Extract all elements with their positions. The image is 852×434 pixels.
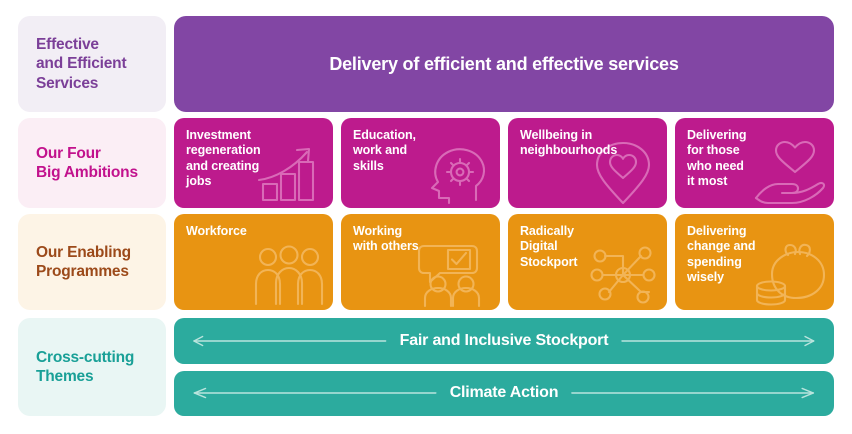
row-content-themes: Fair and Inclusive Stockport Climate Act… — [174, 318, 834, 416]
row-four-big-ambitions: Our Four Big Ambitions Investment regene… — [18, 118, 834, 208]
programme-card-title: Delivering change and spending wisely — [687, 224, 756, 284]
ambition-card-title: Investment regeneration and creating job… — [186, 128, 261, 188]
delivery-banner[interactable]: Delivery of efficient and effective serv… — [174, 16, 834, 112]
arrow-right-icon — [621, 335, 816, 347]
three-people-icon — [249, 242, 329, 308]
delivery-banner-text: Delivery of efficient and effective serv… — [329, 53, 679, 74]
ambition-card-education[interactable]: Education, work and skills — [341, 118, 500, 208]
row-enabling-programmes: Our Enabling Programmes Workforce — [18, 214, 834, 310]
arrow-left-icon — [192, 387, 437, 399]
row-label-panel-ambitions: Our Four Big Ambitions — [18, 118, 166, 208]
row-effective-efficient-services: Effective and Efficient Services Deliver… — [18, 16, 834, 112]
row-label-panel-services: Effective and Efficient Services — [18, 16, 166, 112]
arrow-right-icon — [571, 387, 816, 399]
programme-card-title: Working with others — [353, 224, 419, 254]
programme-card-title: Radically Digital Stockport — [520, 224, 578, 269]
programme-card-spending-wisely[interactable]: Delivering change and spending wisely — [675, 214, 834, 310]
row-label-programmes: Our Enabling Programmes — [36, 243, 131, 280]
programme-card-radically-digital[interactable]: Radically Digital Stockport — [508, 214, 667, 310]
ambition-card-delivering-for-those-in-need[interactable]: Delivering for those who need it most — [675, 118, 834, 208]
row-label-panel-programmes: Our Enabling Programmes — [18, 214, 166, 310]
row-content-ambitions: Investment regeneration and creating job… — [174, 118, 834, 208]
row-label-panel-themes: Cross-cutting Themes — [18, 318, 166, 416]
programme-card-workforce[interactable]: Workforce — [174, 214, 333, 310]
programme-card-working-with-others[interactable]: Working with others — [341, 214, 500, 310]
row-label-themes: Cross-cutting Themes — [36, 348, 135, 385]
ambition-card-title: Education, work and skills — [353, 128, 416, 173]
row-label-ambitions: Our Four Big Ambitions — [36, 144, 138, 181]
row-content-services: Delivery of efficient and effective serv… — [174, 16, 834, 112]
theme-bar-text: Fair and Inclusive Stockport — [399, 331, 609, 349]
ambition-card-investment[interactable]: Investment regeneration and creating job… — [174, 118, 333, 208]
arrow-left-icon — [192, 335, 387, 347]
theme-bar-fair-inclusive[interactable]: Fair and Inclusive Stockport — [174, 318, 834, 364]
theme-bar-text: Climate Action — [449, 384, 559, 402]
ambition-card-wellbeing[interactable]: Wellbeing in neighbourhoods — [508, 118, 667, 208]
theme-bar-climate-action[interactable]: Climate Action — [174, 370, 834, 416]
row-label-services: Effective and Efficient Services — [36, 35, 127, 92]
programme-card-title: Workforce — [186, 224, 247, 238]
ambition-card-title: Delivering for those who need it most — [687, 128, 747, 188]
ambition-card-title: Wellbeing in neighbourhoods — [520, 128, 618, 158]
row-content-programmes: Workforce Working with others — [174, 214, 834, 310]
row-cross-cutting-themes: Cross-cutting Themes Fair and Inclusive … — [18, 318, 834, 416]
